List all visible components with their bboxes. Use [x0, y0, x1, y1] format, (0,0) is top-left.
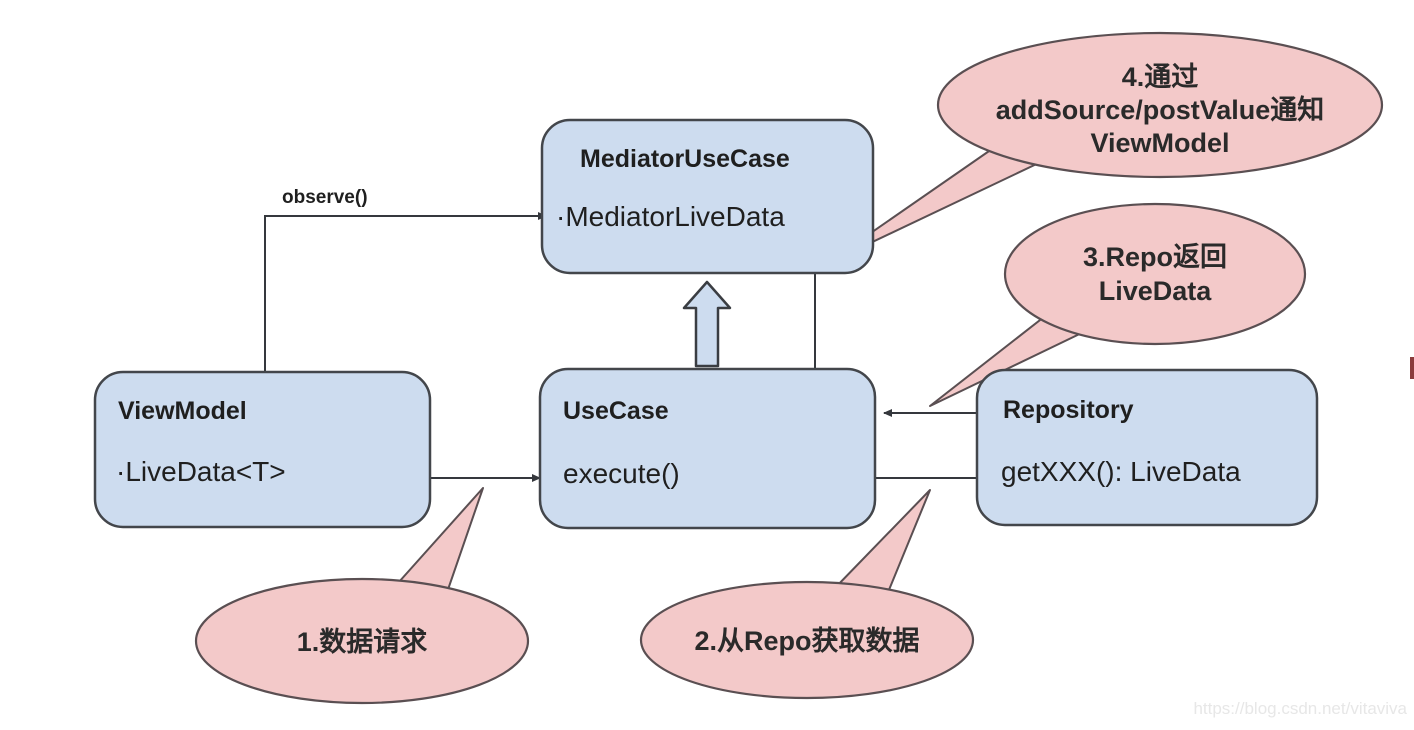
repository-member: getXXX(): LiveData	[1001, 456, 1241, 487]
callout-step2-line1: 2.从Repo获取数据	[694, 626, 919, 656]
screen-edge-artifact	[1410, 357, 1414, 379]
viewmodel-node: ViewModel ·LiveData<T>	[93, 370, 432, 529]
viewmodel-member: ·LiveData<T>	[116, 456, 286, 487]
viewmodel-title: ViewModel	[118, 397, 247, 425]
repository-node: Repository getXXX(): LiveData	[975, 368, 1319, 527]
callout-step1-line1: 1.数据请求	[297, 627, 428, 657]
observe-arrow	[264, 212, 547, 372]
mediator-usecase-box	[540, 118, 875, 275]
callout-step4-bubble	[936, 31, 1384, 179]
callout-step1: 1.数据请求	[194, 487, 530, 705]
callout-step2: 2.从Repo获取数据	[639, 489, 975, 700]
usecase-member: execute()	[563, 458, 680, 489]
callout-step3-bubble	[1003, 202, 1307, 346]
repository-title: Repository	[1003, 396, 1134, 424]
callout-step1-bubble	[194, 577, 530, 705]
mediator-usecase-member: ·MediatorLiveData	[556, 201, 785, 232]
callout-step4-line1: 4.通过	[1122, 62, 1199, 92]
callout-step2-bubble	[639, 580, 975, 700]
watermark: https://blog.csdn.net/vitaviva	[1193, 699, 1407, 718]
callout-step4-line2: addSource/postValue通知	[996, 95, 1325, 125]
callout-step3-line1: 3.Repo返回	[1083, 242, 1227, 272]
callout-step3: 3.Repo返回 LiveData	[929, 202, 1307, 407]
repository-box	[975, 368, 1319, 527]
usecase-box	[538, 367, 877, 530]
observe-arrow-label: observe()	[282, 187, 368, 208]
usecase-to-mediator-block-arrow	[682, 280, 732, 368]
mediator-usecase-node: MediatorUseCase ·MediatorLiveData	[540, 118, 875, 275]
callout-step4-line3: ViewModel	[1090, 128, 1229, 158]
viewmodel-box	[93, 370, 432, 529]
mediator-usecase-title: MediatorUseCase	[580, 145, 790, 173]
callout-step4: 4.通过 addSource/postValue通知 ViewModel	[825, 31, 1384, 265]
usecase-title: UseCase	[563, 397, 669, 425]
callout-step3-line2: LiveData	[1099, 276, 1213, 306]
usecase-node: UseCase execute()	[538, 367, 877, 530]
